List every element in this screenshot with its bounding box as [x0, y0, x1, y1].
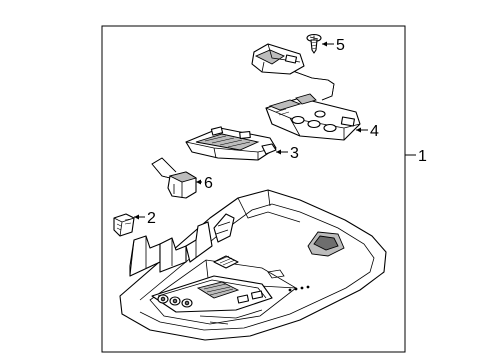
- callout-2-label: 2: [147, 210, 156, 227]
- callout-3-label: 3: [290, 145, 299, 162]
- part-1-overhead-console: [119, 189, 387, 341]
- part-3-lamp-housing: [185, 126, 277, 161]
- callout-4-arrow: [356, 127, 361, 133]
- callout-6-label: 6: [204, 175, 213, 192]
- console-buttons: [157, 281, 264, 308]
- console-indicator-dots: [288, 285, 310, 292]
- part-5-screw: [306, 33, 322, 54]
- part-2-clip: [113, 213, 135, 237]
- callout-1-label: 1: [418, 148, 427, 165]
- callout-5-arrow: [322, 41, 327, 47]
- callout-2-arrow: [134, 214, 139, 220]
- part-4-control-module: [265, 93, 361, 141]
- diagram-frame: [101, 25, 406, 353]
- callout-5-label: 5: [336, 37, 345, 54]
- callout-3-arrow: [276, 149, 281, 155]
- vent-hatch: [213, 255, 239, 269]
- wire-harness-connector: [251, 43, 335, 101]
- part-6-lamp-socket: [151, 157, 198, 199]
- callout-6-arrow: [196, 179, 201, 185]
- callout-4-label: 4: [370, 123, 379, 140]
